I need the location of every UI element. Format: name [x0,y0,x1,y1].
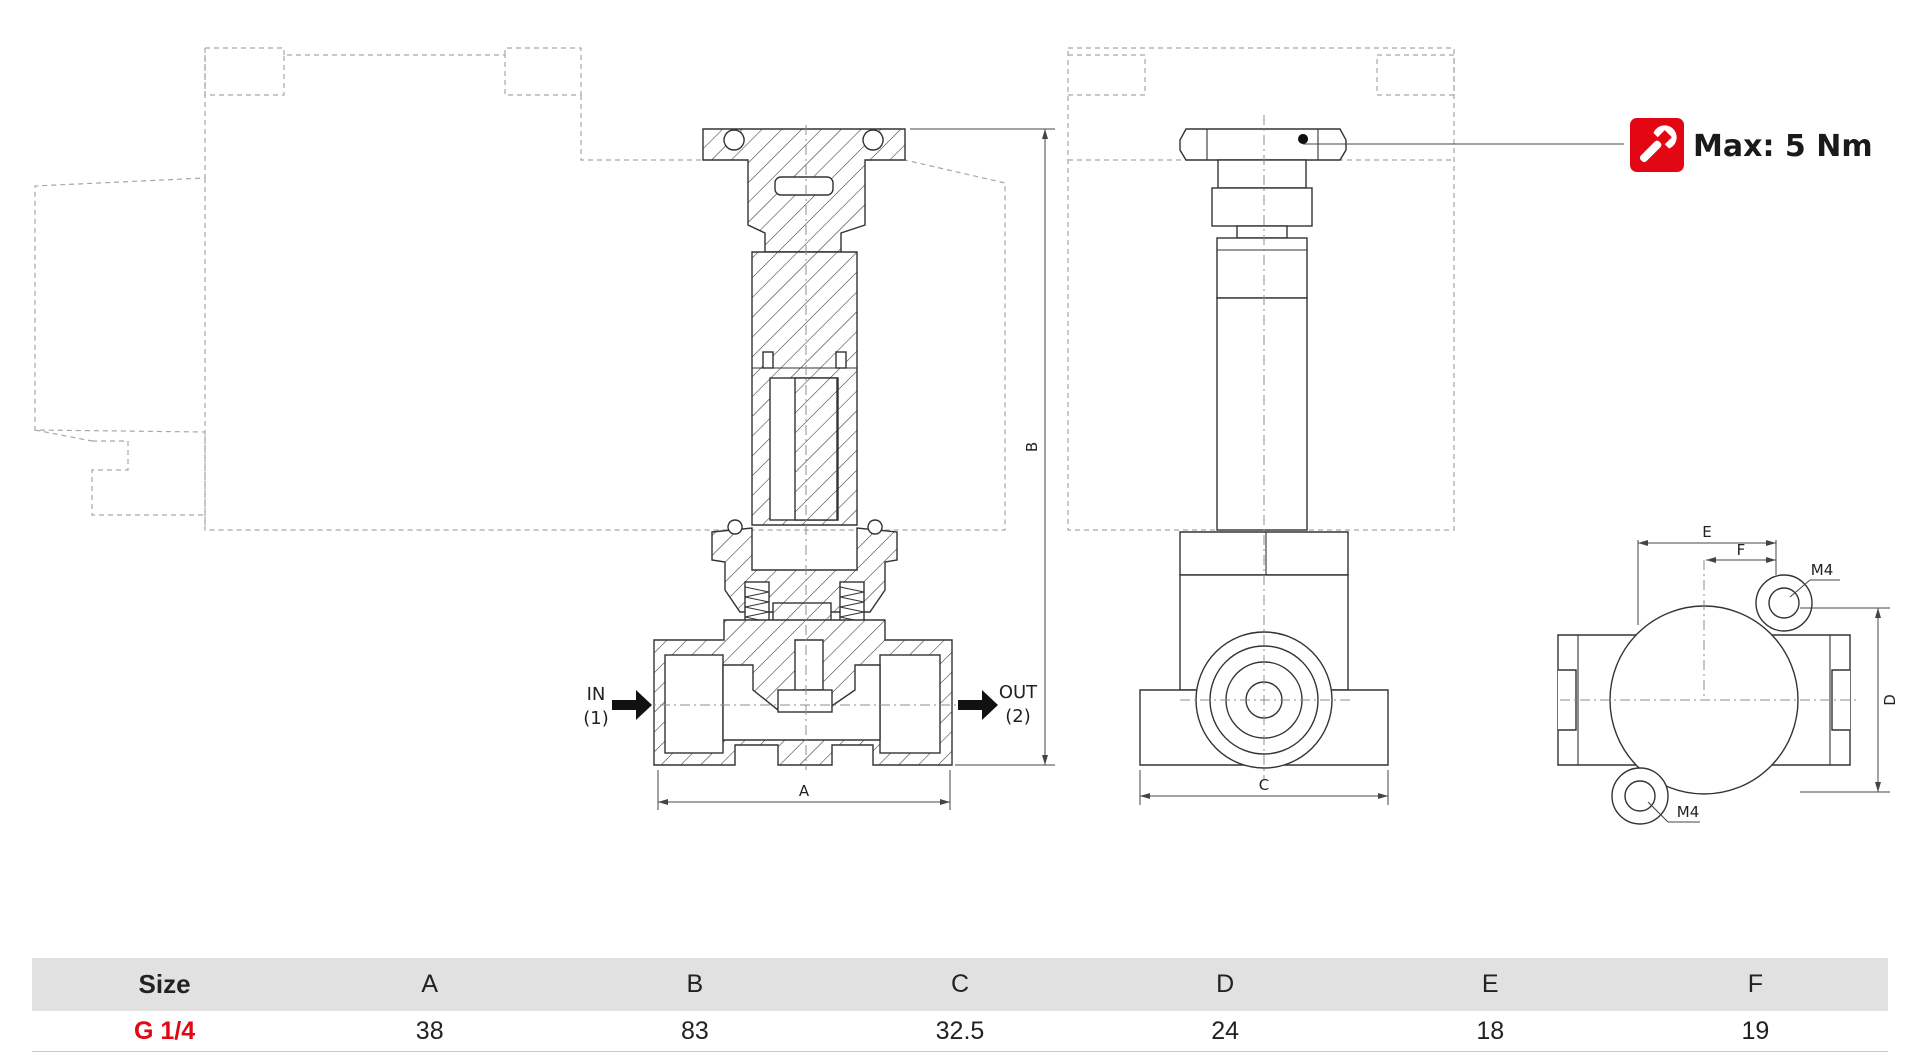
table-header-size: Size [138,969,191,999]
thread-callout-bottom: M4 [1647,801,1700,823]
table-cell-d: 24 [1211,1016,1240,1045]
dimension-a-label: A [799,782,810,800]
coil-ghost-outline-left [34,47,1006,531]
table-cell-size: G 1/4 [133,1016,196,1045]
dimension-f-label: F [1737,541,1746,559]
flow-out-arrow [958,690,998,720]
wrench-icon [1639,125,1677,163]
valve-section-view [640,125,968,770]
flow-in-arrow [612,690,652,720]
table-header-row: Size A B C D E F [32,958,1888,1011]
thread-callout-top: M4 [1789,561,1840,598]
dimension-e: E [1637,523,1777,625]
table-header-e: E [1481,970,1499,998]
dimension-e-label: E [1702,523,1711,541]
dimension-f: F [1706,541,1776,563]
torque-label: Max: 5 Nm [1693,129,1873,164]
port-in-number: (1) [583,708,609,729]
table-header-c: C [950,970,970,998]
dimension-d: D [1800,607,1899,793]
dimension-d-label: D [1881,694,1899,706]
dimension-b: B [910,128,1055,766]
table-header-b: B [686,970,704,998]
dimension-table: Size A B C D E F G 1/4 38 83 32.5 24 18 … [32,958,1888,1052]
table-row: G 1/4 38 83 32.5 24 18 19 [32,1011,1888,1052]
port-out-label: OUT [999,682,1038,703]
dimension-c: C [1139,770,1389,805]
valve-bottom-view [1557,560,1860,825]
dimension-c-label: C [1259,776,1269,794]
valve-technical-drawing: IN (1) OUT (2) A B [34,47,1899,825]
thread-label-bottom: M4 [1677,803,1700,821]
port-out-number: (2) [1005,706,1031,727]
table-cell-e: 18 [1476,1016,1505,1045]
dimension-b-label: B [1023,442,1041,452]
table-header-f: F [1747,970,1764,998]
table-header-d: D [1216,970,1235,998]
torque-callout: Max: 5 Nm [1303,118,1873,172]
table-cell-f: 19 [1741,1016,1770,1045]
table-cell-b: 83 [680,1016,709,1045]
table-cell-c: 32.5 [935,1016,985,1045]
table-header-a: A [421,970,439,998]
port-in-label: IN [587,684,606,705]
table-cell-a: 38 [415,1016,444,1045]
valve-side-view [1139,115,1389,780]
dimension-a: A [657,770,951,810]
thread-label-top: M4 [1811,561,1834,579]
